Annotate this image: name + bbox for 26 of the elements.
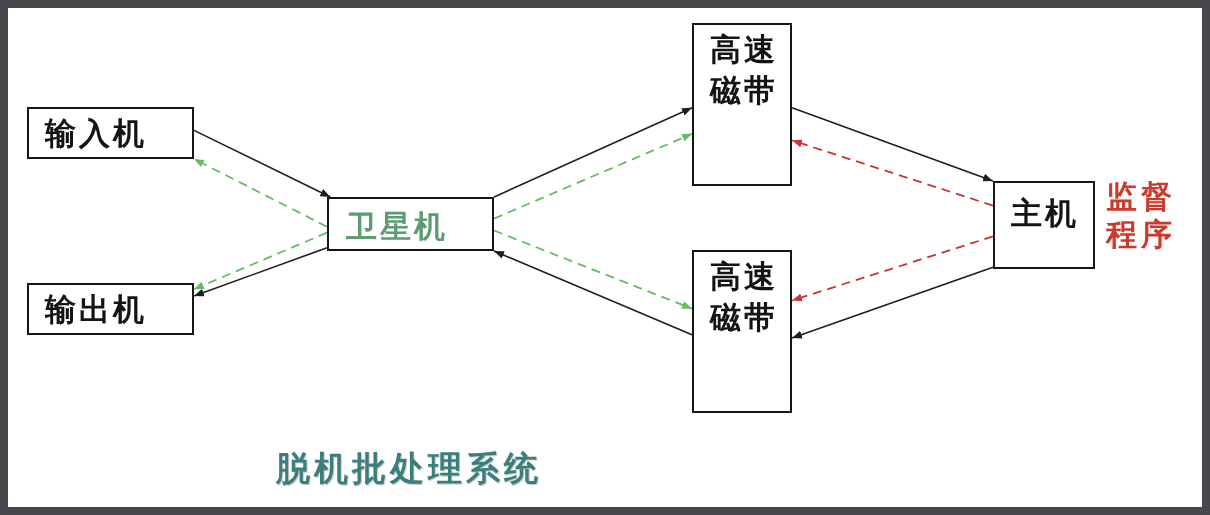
dashed-arrow (493, 229, 693, 310)
arrow (791, 106, 994, 182)
dashed-arrow (791, 235, 994, 302)
satellite-computer-box (327, 197, 494, 251)
dashed-arrow (493, 132, 693, 220)
node-label: 输出机 (45, 289, 147, 329)
annotation-label: 监督程序 (1106, 177, 1177, 253)
node-label: 主机 (1011, 194, 1079, 233)
node-label: 高速磁带 (708, 257, 779, 337)
arrow (791, 266, 994, 339)
caption: 脱机批处理系统 (276, 447, 542, 490)
input-device-box (27, 107, 194, 159)
arrow (493, 106, 693, 198)
dashed-arrow (193, 231, 328, 291)
node-label: 输入机 (45, 113, 147, 153)
arrow (193, 129, 332, 198)
arrow (493, 250, 693, 336)
dashed-arrow (791, 139, 994, 207)
tape-drive-box (692, 250, 792, 413)
node-label: 高速磁带 (708, 30, 779, 110)
node-label: 卫星机 (346, 206, 448, 246)
output-device-box (27, 283, 194, 335)
arrow (193, 246, 328, 297)
host-computer-box (993, 181, 1095, 269)
dashed-arrow (193, 158, 328, 228)
tape-drive-box (692, 23, 792, 186)
